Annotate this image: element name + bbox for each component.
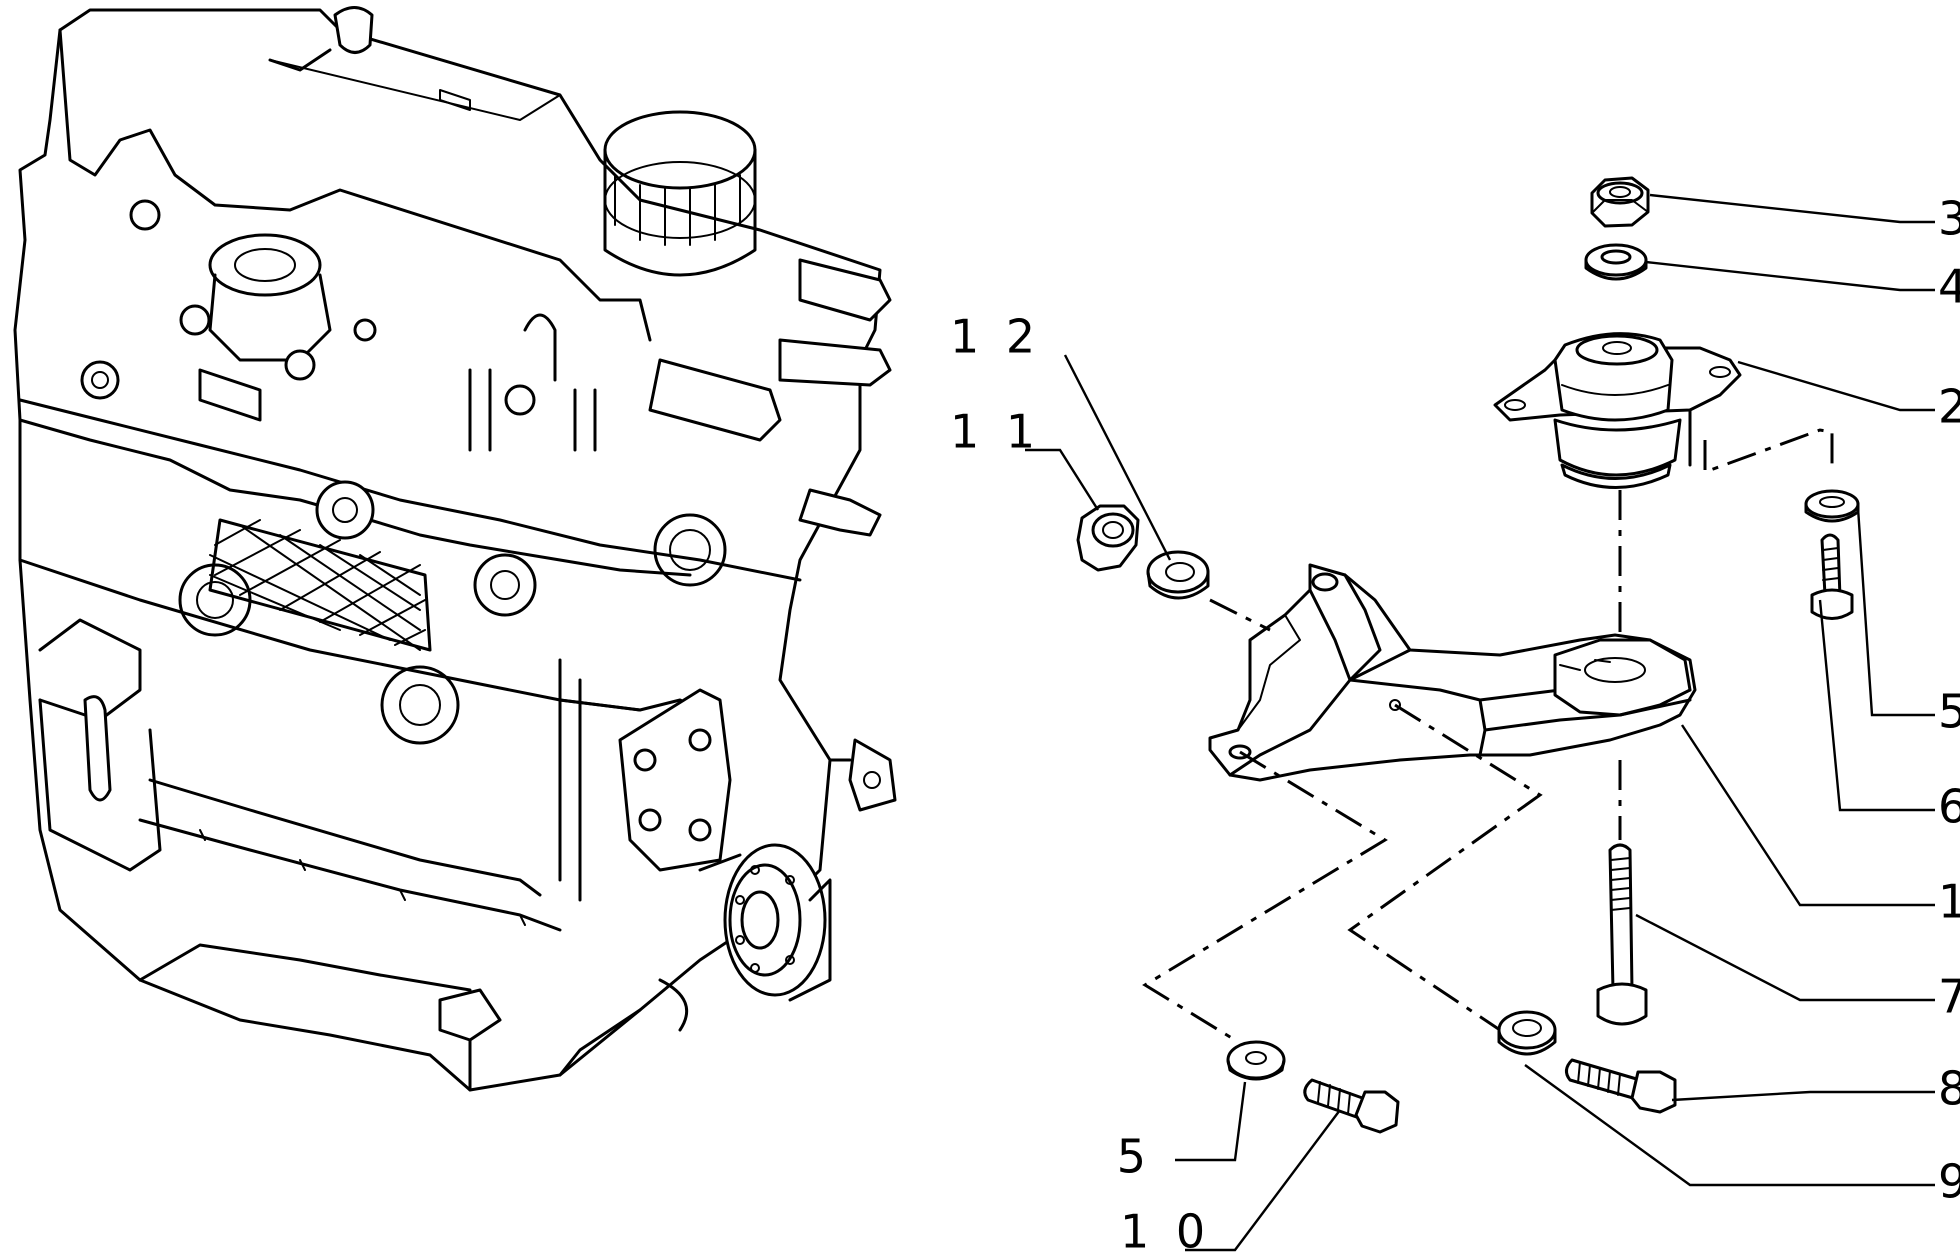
part-8-bolt <box>1565 1058 1677 1114</box>
part-4-washer <box>1584 243 1648 281</box>
callout-9: 9 <box>1938 1155 1960 1209</box>
part-11-nut <box>1076 504 1140 572</box>
crankshaft-pulley <box>698 843 832 1002</box>
callout-2: 2 <box>1938 380 1960 434</box>
part-9-lock-washer <box>1497 1010 1557 1056</box>
part-10-bolt <box>1303 1078 1400 1134</box>
callout-5-right: 5 <box>1938 685 1960 739</box>
oil-filler-cap <box>603 110 757 277</box>
callout-labels: 3 4 2 5 6 1 7 8 9 1 2 1 1 5 1 0 <box>950 192 1960 1253</box>
part-5-washer-left <box>1226 1040 1286 1081</box>
callout-5-left: 5 <box>1117 1130 1152 1184</box>
callout-4: 4 <box>1938 260 1960 314</box>
leader-lines <box>1025 193 1935 1252</box>
callout-8: 8 <box>1938 1062 1960 1116</box>
callout-1: 1 <box>1938 875 1960 929</box>
crosshatch-panel <box>208 518 432 652</box>
callout-6: 6 <box>1938 780 1960 834</box>
thermostat-housing <box>198 233 332 422</box>
part-2-rubber-mount <box>1493 332 1742 489</box>
part-1-bracket <box>1208 563 1697 782</box>
callout-10: 1 0 <box>1120 1205 1211 1253</box>
mount-assembly: 3 4 2 5 6 1 7 8 9 1 2 1 1 5 1 0 <box>950 176 1960 1253</box>
callout-7: 7 <box>1938 970 1960 1024</box>
timing-cover-flange <box>618 688 732 872</box>
callout-11: 1 1 <box>950 405 1041 459</box>
part-6-bolt <box>1810 533 1854 620</box>
engine-block-illustration <box>13 6 897 1092</box>
callout-3: 3 <box>1938 192 1960 246</box>
part-7-long-bolt <box>1596 843 1648 1026</box>
assembly-axis-lines <box>1142 428 1834 1042</box>
part-3-nut <box>1590 176 1650 228</box>
part-12-lock-washer <box>1146 550 1210 600</box>
part-5-lock-washer-right <box>1804 489 1860 523</box>
callout-12: 1 2 <box>950 310 1041 364</box>
